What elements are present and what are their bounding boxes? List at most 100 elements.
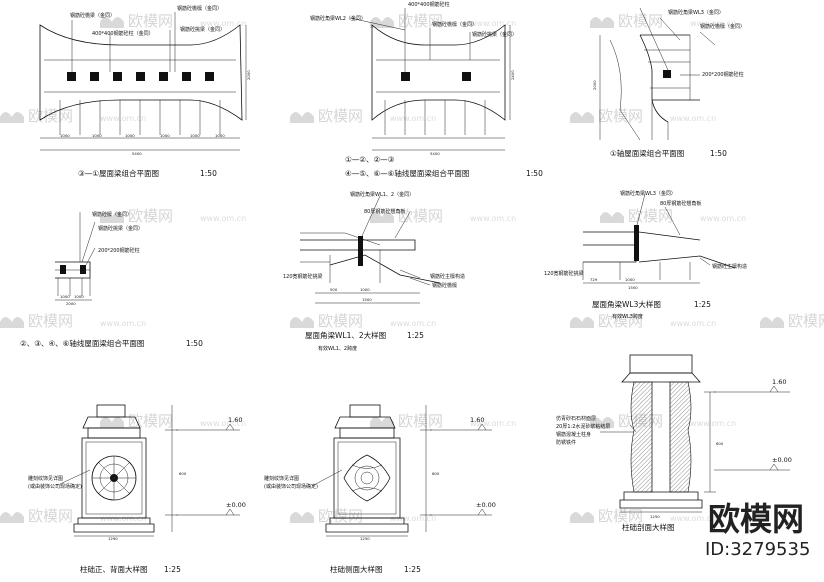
carved-ornament (343, 454, 391, 502)
dim-total: 2000 (66, 301, 76, 306)
watermark-text: 欧模网 (628, 207, 673, 225)
dim-text: 1000 (60, 294, 70, 299)
note: 钢筋砼檐檩 (432, 282, 457, 289)
drawing-title: ②、③、④、⑥轴线屋面梁组合平面图 (20, 338, 144, 348)
note: 钢筋砼挑梁（金同） (472, 31, 517, 38)
note: 钢筋混凝土柱身 (556, 431, 591, 438)
watermark-logo-icon (0, 112, 24, 123)
watermark-url: www.om.cn (470, 19, 516, 28)
column-mark (182, 72, 191, 81)
watermark-url: www.om.cn (100, 319, 146, 328)
watermark-url: www.om.cn (690, 19, 736, 28)
dim-text: 1250 (360, 536, 370, 541)
watermark-logo-icon (590, 417, 614, 428)
detail-wl3: 钢筋砼角梁WL3（金同） 80厚钢筋砼翘角板 120宽钢筋砼挑梁 钢筋砼主檩构造… (544, 190, 747, 320)
watermark-text: 欧模网 (28, 507, 73, 525)
watermark-text: 欧模网 (788, 312, 824, 330)
dim-text: 1000 (125, 133, 135, 138)
watermark-text: 欧模网 (598, 312, 643, 330)
drawing-scale: 1:50 (200, 169, 217, 178)
dim-text: 1250 (650, 514, 660, 519)
watermark-text: 欧模网 (318, 312, 363, 330)
plan-1-roof-beam: 钢筋砼檐梁（金同） 400*400钢筋砼柱（金同） 钢筋砼檐檩（金同） 钢筋砼挑… (39, 5, 251, 178)
column-mark (159, 72, 168, 81)
note: 120宽钢筋砼挑梁 (283, 273, 323, 280)
watermark-text: 欧模网 (28, 107, 73, 125)
note: 200*200钢筋砼柱 (98, 247, 140, 254)
brand-id: ID:3279535 (705, 539, 810, 560)
watermark-url: www.om.cn (670, 319, 716, 328)
note: 仿青砂石石材面层 (556, 415, 596, 422)
note: 钢筋砼檐檩（金同） (177, 5, 222, 12)
pillar-base-section: 1250 600 1.60 ±0.00 仿青砂石石材面层 20厚1:2水泥砂浆粘… (556, 354, 792, 532)
watermark-logo-icon (760, 317, 784, 328)
plan-4-roof-beam: 钢筋砼檩（金同） 钢筋砼挑梁（金同） 200*200钢筋砼柱 1000 1000… (20, 211, 203, 348)
watermark-text: 欧模网 (128, 12, 173, 30)
note: 钢筋砼角梁WL2（金同） (310, 15, 366, 22)
watermark-url: www.om.cn (690, 419, 736, 428)
column-mark (90, 72, 99, 81)
watermark-text: 欧模网 (318, 107, 363, 125)
dim-height: 2000 (246, 70, 251, 80)
watermark-text: 欧模网 (618, 12, 663, 30)
dim-text: 500 (330, 287, 338, 292)
note: 钢筋砼檐梁（金同） (70, 12, 115, 19)
dim-text: 1000 (190, 133, 200, 138)
watermark-url: www.om.cn (200, 214, 246, 223)
drawing-title: 柱础正、背面大样图 (80, 564, 148, 574)
dim-text: 1000 (60, 133, 70, 138)
drawing-subtitle: 有效WL3跨度 (612, 313, 643, 320)
drawing-scale: 1:50 (710, 149, 727, 158)
dim-text: 1000 (360, 287, 370, 292)
column-mark (401, 72, 410, 81)
level-mark: ±0.00 (772, 456, 792, 464)
brand-watermark: 欧模网 ID:3279535 (705, 500, 810, 560)
watermark-tile: 欧模网 www.om.cn (0, 107, 146, 125)
watermark-logo-icon (290, 112, 314, 123)
note: 钢筋砼檐檩（金同） (700, 23, 745, 30)
drawing-scale: 1:25 (164, 565, 181, 574)
carved-ornament (91, 455, 137, 501)
column-mark (80, 265, 86, 274)
drawing-title: ④—⑤、⑥—⑥轴线屋面梁组合平面图 (345, 168, 469, 178)
level-mark: ±0.00 (226, 501, 246, 509)
note: (或由装饰公司现场确定) (28, 483, 82, 490)
watermark-url: www.om.cn (100, 514, 146, 523)
watermark-logo-icon (100, 17, 124, 28)
watermark-tile: 欧模网 www.om.cn (0, 507, 146, 525)
note: 20厚1:2水泥砂浆粘结层 (556, 423, 610, 430)
watermark-logo-icon (100, 212, 124, 223)
drawing-title: 屋面角梁WL1、2大样图 (305, 330, 386, 340)
note: 钢筋砼角梁WL3（金同） (668, 9, 724, 16)
detail-wl1-2: 钢筋砼角梁WL1、2（金同） 80厚钢筋砼翘角板 120宽钢筋砼挑梁 钢筋砼主檩… (283, 191, 465, 352)
dim-text: 1290 (108, 536, 118, 541)
dim-text: 1000 (625, 277, 635, 282)
note: 80厚钢筋砼翘角板 (364, 208, 405, 215)
watermark-text: 欧模网 (398, 12, 443, 30)
dim-height: 2400 (510, 70, 515, 80)
note: 雕刻纹饰见详图 (28, 475, 63, 482)
plan-2-roof-beam: 400*400钢筋砼柱 钢筋砼角梁WL2（金同） 钢筋砼檐檩（金同） 钢筋砼挑梁… (310, 1, 543, 178)
watermark-url: www.om.cn (670, 514, 716, 523)
watermark-logo-icon (590, 17, 614, 28)
dim-text: 1000 (74, 294, 84, 299)
note: 400*400钢筋砼柱 (408, 1, 450, 8)
column-mark (67, 72, 76, 81)
watermark-logo-icon (570, 112, 594, 123)
note: 120宽钢筋砼挑梁 (544, 270, 584, 277)
column-mark (136, 72, 145, 81)
watermark-url: www.om.cn (100, 114, 146, 123)
plan-3-roof-beam: 钢筋砼角梁WL3（金同） 钢筋砼檐檩（金同） 200*200钢筋砼柱 2000 … (592, 7, 745, 158)
beam-section (634, 225, 639, 261)
watermark-text: 欧模网 (398, 412, 443, 430)
watermark-url: www.om.cn (470, 214, 516, 223)
dim-text: 1000 (92, 133, 102, 138)
drawing-scale: 1:25 (694, 300, 711, 309)
dim-text: 1000 (160, 133, 170, 138)
dim-height: 2000 (592, 80, 597, 90)
